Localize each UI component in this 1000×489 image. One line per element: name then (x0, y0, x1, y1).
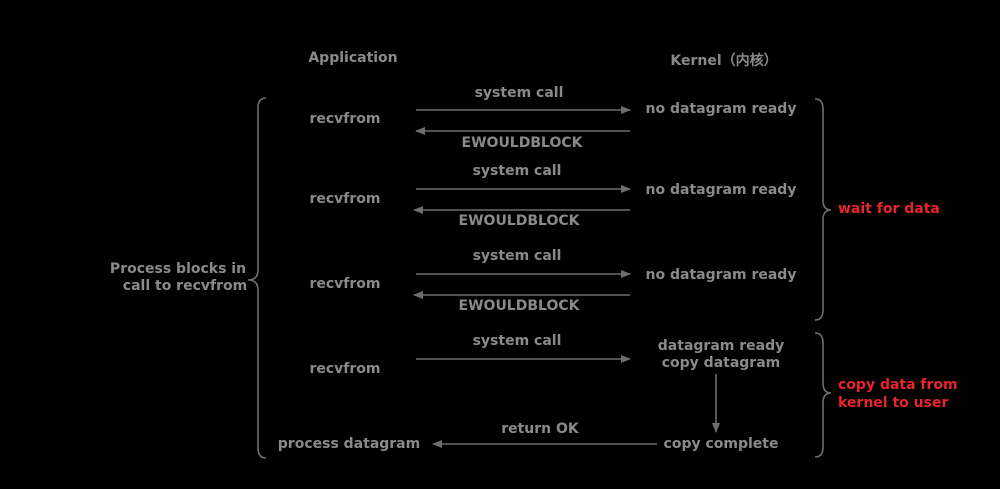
copy-datagram-label: copy datagram (661, 355, 781, 371)
return-ok-label: return OK (501, 421, 579, 437)
no-datagram-label-1: no datagram ready (645, 101, 797, 117)
left-brace (247, 97, 267, 459)
no-datagram-label-2: no datagram ready (645, 182, 797, 198)
process-datagram-label: process datagram (277, 436, 421, 452)
ewouldblock-label-2: EWOULDBLOCK (458, 213, 580, 229)
kernel-header: Kernel（内核） (670, 53, 778, 69)
ewouldblock-label-1: EWOULDBLOCK (461, 135, 583, 151)
wait-for-data-label: wait for data (838, 201, 940, 217)
recvfrom-label-1: recvfrom (309, 111, 381, 127)
copy-complete-label: copy complete (663, 436, 779, 452)
process-blocks-label-line1: Process blocks in (109, 261, 247, 277)
system-call-label-1: system call (474, 85, 564, 101)
ewouldblock-label-3: EWOULDBLOCK (458, 298, 580, 314)
recvfrom-label-4: recvfrom (309, 361, 381, 377)
application-header: Application (308, 50, 398, 66)
system-call-label-3: system call (472, 248, 562, 264)
copy-data-label-line2: kernel to user (838, 395, 949, 411)
datagram-ready-label: datagram ready (657, 338, 785, 354)
system-call-label-2: system call (472, 163, 562, 179)
copy-brace (814, 332, 832, 458)
wait-brace (814, 98, 832, 321)
no-datagram-label-3: no datagram ready (645, 267, 797, 283)
recvfrom-label-2: recvfrom (309, 191, 381, 207)
copy-data-label-line1: copy data from (838, 377, 958, 393)
system-call-label-4: system call (472, 333, 562, 349)
process-blocks-label-line2: call to recvfrom (122, 278, 248, 294)
recvfrom-label-3: recvfrom (309, 276, 381, 292)
